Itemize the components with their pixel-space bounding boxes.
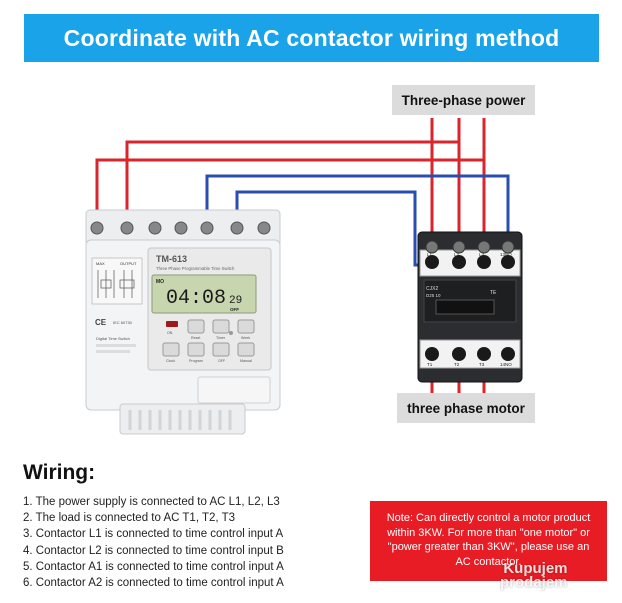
list-item: 1. The power supply is connected to AC L…	[23, 496, 280, 508]
contactor-bottom-label: T1	[427, 362, 433, 367]
button-label: Manual	[240, 359, 252, 363]
page-title: Coordinate with AC contactor wiring meth…	[63, 24, 560, 51]
terminal-screw	[425, 347, 439, 361]
terminal-screw	[425, 240, 439, 254]
lower-slot	[197, 376, 271, 404]
timer-terminals	[90, 221, 271, 235]
list-item: 5. Contactor A1 is connected to time con…	[23, 560, 284, 573]
note-box: Note: Can directly control a motor produ…	[370, 501, 607, 581]
lcd-time: 04:08	[166, 287, 226, 310]
wiring-heading: Wiring:	[23, 461, 96, 484]
terminal-screw	[174, 221, 188, 235]
contactor-rating: D25 10	[426, 293, 441, 298]
contactor-bottom-label: T2	[454, 362, 460, 367]
ac-contactor: CJX2 D25 10 TE L1 L2 L3 13NO	[417, 231, 523, 383]
terminal-screw	[477, 255, 491, 269]
contactor-bottom-terminals	[425, 347, 515, 361]
lcd-seconds: 29	[229, 295, 242, 307]
terminal-screw	[425, 255, 439, 269]
lcd-day: MO	[156, 279, 164, 285]
wire-power-l2-to-timer	[125, 118, 461, 222]
wiring-list: 1. The power supply is connected to AC L…	[23, 494, 284, 591]
contactor-badge: TE	[490, 290, 497, 296]
timer-button-off[interactable]	[212, 342, 230, 357]
list-item: 6. Contactor A2 is connected to time con…	[23, 576, 284, 589]
lcd-screen	[151, 274, 257, 314]
indicator-led	[166, 321, 178, 327]
contactor-top-label: L1	[427, 252, 433, 257]
terminal-screw	[452, 255, 466, 269]
timer-button-program[interactable]	[187, 342, 205, 357]
terminal-screw	[501, 347, 515, 361]
watermark-line: prodajem	[500, 574, 568, 591]
schematic-label-output: OUTPUT	[120, 261, 137, 266]
button-label: Week	[241, 336, 250, 340]
schematic-label-max: MAX	[96, 261, 105, 266]
watermark-line: Kupujem	[503, 560, 568, 577]
device-side-text: Digital Time Switch	[96, 336, 130, 341]
terminal-screw	[257, 221, 271, 235]
button-label: Program	[189, 359, 203, 363]
timer-button-week[interactable]	[237, 319, 255, 334]
terminal-screw	[148, 221, 162, 235]
three-phase-motor-text: three phase motor	[407, 400, 525, 416]
contactor-bottom-label: 14NO	[500, 362, 512, 367]
cert-label: IEC 60730	[113, 320, 133, 325]
terminal-screw	[501, 240, 515, 254]
contactor-top-terminals	[425, 240, 515, 269]
contactor-bottom-label: T3	[479, 362, 485, 367]
terminal-screw	[501, 255, 515, 269]
terminal-screw	[452, 240, 466, 254]
three-phase-power-label: Three-phase power	[392, 85, 535, 115]
note-text: Note: Can directly control a motor produ…	[386, 512, 591, 568]
time-switch: MAX OUTPUT CE IEC 60730 Digital Time Swi…	[85, 209, 281, 435]
bottom-vents	[128, 410, 232, 430]
three-phase-motor-label: three phase motor	[397, 393, 535, 423]
terminal-screw	[120, 221, 134, 235]
model-label: TM-613	[156, 254, 187, 264]
timer-button-manual[interactable]	[237, 342, 255, 357]
terminal-screw	[452, 347, 466, 361]
timer-buttons	[162, 319, 255, 357]
button-label: Clock	[166, 359, 175, 363]
list-item: 2. The load is connected to AC T1, T2, T…	[23, 512, 236, 525]
ce-mark: CE	[95, 318, 107, 327]
contactor-top-label: L3	[479, 252, 485, 257]
button-label: Reset	[191, 336, 200, 340]
timer-button-clock[interactable]	[162, 342, 180, 357]
terminal-screw	[477, 347, 491, 361]
terminal-screw	[90, 221, 104, 235]
timer-button-reset[interactable]	[187, 319, 205, 334]
button-label: Timer	[216, 336, 226, 340]
button-label: ON	[167, 331, 173, 335]
timer-button-timer[interactable]	[212, 319, 230, 334]
contactor-top-label: 13NO	[500, 252, 512, 257]
button-label: OFF	[218, 359, 226, 363]
list-item: 3. Contactor L1 is connected to time con…	[23, 528, 284, 541]
wire-timer-a-to-contactor	[205, 174, 510, 245]
model-subtitle: Three Phase Programmable Time Switch	[156, 266, 235, 271]
contactor-window	[435, 299, 495, 315]
list-item: 4. Contactor L2 is connected to time con…	[23, 544, 284, 557]
three-phase-power-text: Three-phase power	[401, 92, 526, 108]
title-banner: Coordinate with AC contactor wiring meth…	[24, 14, 599, 62]
wire-power-l1-to-timer	[95, 118, 486, 222]
terminal-screw	[200, 221, 214, 235]
watermark: Kupujem prodajem	[500, 560, 568, 591]
lcd-mode: OFF	[230, 307, 239, 312]
contactor-top-label: L2	[454, 252, 460, 257]
terminal-screw	[230, 221, 244, 235]
terminal-screw	[477, 240, 491, 254]
contactor-model: CJX2	[426, 286, 438, 292]
red-wires	[95, 118, 486, 245]
